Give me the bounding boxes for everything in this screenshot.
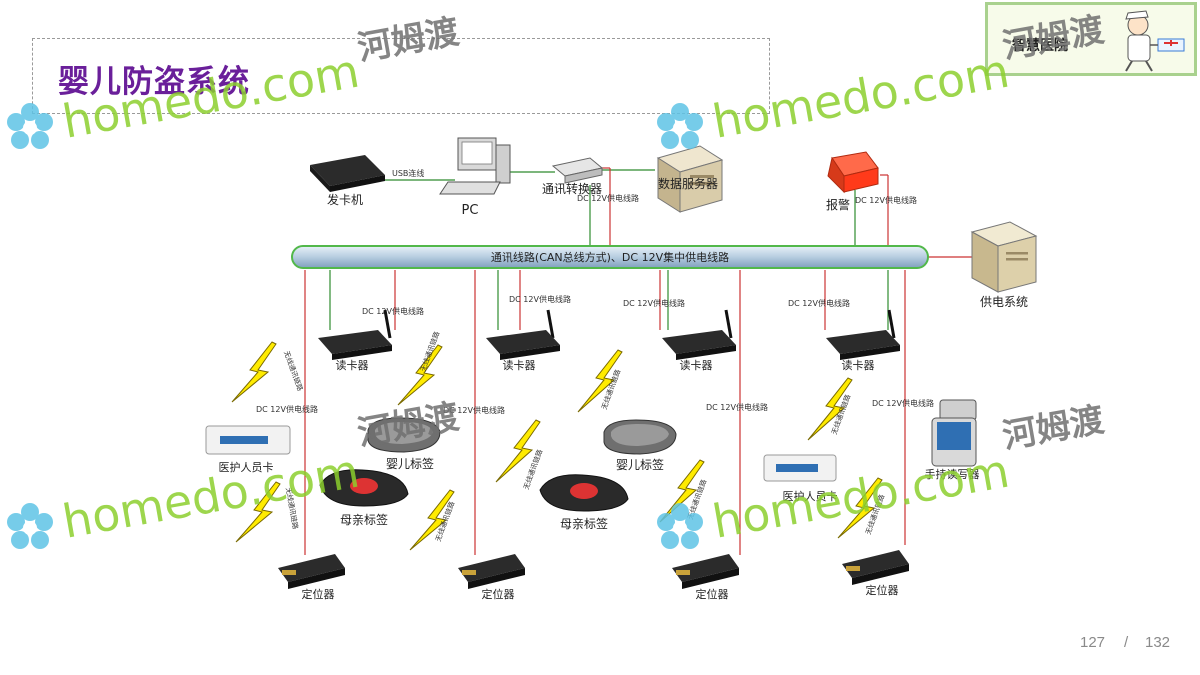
locator-label: 定位器 bbox=[302, 587, 335, 601]
corner-logo bbox=[985, 2, 1197, 76]
locator-1: 定位器 bbox=[278, 554, 345, 601]
wireless-label: 无线通讯链路 bbox=[282, 350, 305, 393]
baby-tag-label: 婴儿标签 bbox=[616, 457, 664, 472]
locator-label: 定位器 bbox=[482, 587, 515, 601]
watermark-brand: homedo.com bbox=[59, 444, 364, 549]
lightning-icon: 无线通讯链路 bbox=[409, 489, 456, 551]
dc-label: DC 12V供电线路 bbox=[362, 306, 424, 316]
locator-2: 定位器 bbox=[458, 554, 525, 601]
watermark-flower-icon bbox=[657, 503, 703, 549]
watermark-brand: homedo.com bbox=[709, 44, 1014, 149]
locator-label: 定位器 bbox=[866, 583, 899, 597]
mother-tag-label: 母亲标签 bbox=[340, 512, 388, 527]
dc-label: DC 12V供电线路 bbox=[855, 195, 917, 205]
dc-label: DC 12V供电线路 bbox=[509, 294, 571, 304]
mother-tag-label: 母亲标签 bbox=[560, 516, 608, 531]
baby-tag-2: 婴儿标签 bbox=[603, 419, 677, 472]
server-label: 数据服务器 bbox=[658, 176, 718, 191]
baby-tag-1: 婴儿标签 bbox=[367, 417, 441, 471]
page-total: 132 bbox=[1145, 634, 1171, 651]
pc-label: PC bbox=[462, 203, 479, 218]
watermark: homedo.com 河姆渡 homedo.com 河姆渡 homedo.com… bbox=[7, 10, 1107, 549]
dc-label: DC 12V供电线路 bbox=[623, 298, 685, 308]
mother-tag-2: 母亲标签 bbox=[539, 474, 629, 531]
watermark-cn: 河姆渡 bbox=[1000, 10, 1107, 67]
dc-label: DC 12V供电线路 bbox=[872, 398, 934, 408]
reader-2: 读卡器 bbox=[486, 309, 560, 372]
corner-logo-text: 智慧医院 bbox=[1012, 38, 1068, 54]
staff-card-label: 医护人员卡 bbox=[783, 489, 838, 503]
handheld-reader: 手持读写器 bbox=[925, 399, 980, 481]
title-frame bbox=[32, 38, 770, 114]
reader-label: 读卡器 bbox=[336, 358, 369, 372]
converter: 通讯转换器 bbox=[542, 157, 604, 196]
locator-3: 定位器 bbox=[672, 554, 739, 601]
card-issuer-label: 发卡机 bbox=[327, 192, 363, 207]
baby-tag-label: 婴儿标签 bbox=[386, 456, 434, 471]
pc: PC bbox=[439, 137, 511, 218]
reader-1: 读卡器 bbox=[318, 309, 392, 372]
server: 数据服务器 bbox=[656, 145, 724, 213]
slide-title: 婴儿防盗系统 bbox=[58, 64, 250, 100]
locator-label: 定位器 bbox=[696, 587, 729, 601]
reader-label: 读卡器 bbox=[680, 358, 713, 372]
locator-4: 定位器 bbox=[842, 550, 909, 597]
lightning-icon: 无线通讯链路 bbox=[495, 419, 544, 491]
alarm-label: 报警 bbox=[826, 197, 850, 212]
wiring bbox=[304, 167, 975, 555]
doctor-illustration-icon bbox=[1125, 10, 1185, 72]
handheld-label: 手持读写器 bbox=[925, 467, 980, 481]
card-issuer: 发卡机 bbox=[310, 155, 385, 207]
watermark-brand: homedo.com bbox=[59, 44, 364, 149]
reader-3: 读卡器 bbox=[662, 309, 736, 372]
watermark-cn: 河姆渡 bbox=[355, 12, 462, 69]
mother-tag-1: 母亲标签 bbox=[319, 469, 409, 527]
watermark-cn: 河姆渡 bbox=[355, 397, 462, 454]
dc-label: DC 12V供电线路 bbox=[577, 193, 639, 203]
reader-4: 读卡器 bbox=[826, 309, 900, 372]
watermark-cn: 河姆渡 bbox=[1000, 400, 1107, 457]
reader-label: 读卡器 bbox=[503, 358, 536, 372]
lightning-icon: 无线通讯链路 bbox=[231, 341, 305, 403]
page-current: 127 bbox=[1080, 634, 1106, 651]
power-label: 供电系统 bbox=[980, 295, 1028, 309]
dc-label: DC 12V供电线路 bbox=[443, 405, 505, 415]
alarm: 报警 bbox=[826, 151, 879, 212]
lightning-icon: 无线通讯链路 bbox=[577, 349, 623, 413]
usb-label: USB连线 bbox=[392, 168, 424, 178]
can-bus: 通讯线路(CAN总线方式)、DC 12V集中供电线路 bbox=[291, 245, 929, 269]
lightning-icon: 无线通讯链路 bbox=[807, 377, 853, 441]
staff-card-2: 医护人员卡 bbox=[763, 454, 838, 503]
staff-card-label: 医护人员卡 bbox=[219, 460, 274, 474]
staff-card-1: 医护人员卡 bbox=[205, 425, 291, 474]
page-separator: / bbox=[1124, 634, 1129, 651]
watermark-flower-icon bbox=[7, 103, 53, 149]
dc-label: DC 12V供电线路 bbox=[788, 298, 850, 308]
dc-label: DC 12V供电线路 bbox=[706, 402, 768, 412]
watermark-flower-icon bbox=[7, 503, 53, 549]
watermark-brand: homedo.com bbox=[709, 444, 1014, 549]
dc-label: DC 12V供电线路 bbox=[256, 404, 318, 414]
lightning-icon: 无线通讯链路 bbox=[397, 330, 443, 406]
power-system: 供电系统 bbox=[970, 221, 1038, 309]
converter-label: 通讯转换器 bbox=[542, 181, 602, 196]
reader-label: 读卡器 bbox=[842, 358, 875, 372]
bus-label: 通讯线路(CAN总线方式)、DC 12V集中供电线路 bbox=[491, 250, 729, 264]
watermark-flower-icon bbox=[657, 103, 703, 149]
